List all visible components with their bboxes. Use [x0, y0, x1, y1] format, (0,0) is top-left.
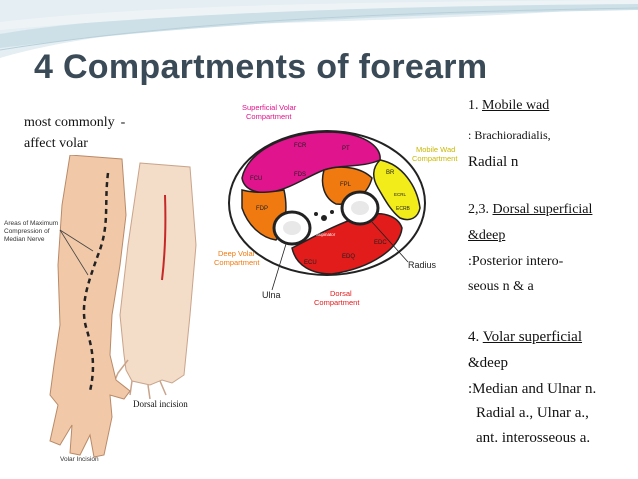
item-4-line-2: Radial a., Ulnar a.,: [476, 405, 589, 421]
item-2-heading: Dorsal superficial: [492, 202, 593, 217]
dorsal-arm-shape: [119, 162, 197, 386]
muscle-edc: EDC: [374, 240, 387, 246]
muscle-fds: FDS: [294, 172, 306, 178]
item-2-line-1: :Posterior intero-: [468, 254, 564, 269]
item-1-number: 1.: [468, 98, 479, 113]
item-1-line-1: : Brachioradialis,: [468, 128, 551, 142]
dorsal-incision-label: Dorsal incision: [133, 399, 188, 409]
dorsal-region: [291, 212, 403, 275]
volar-incision-label: Volar Incision: [60, 456, 99, 463]
muscle-fcu: FCU: [250, 176, 262, 182]
note-line-1: most commonly: [24, 115, 115, 130]
mobile-wad-label-2: Compartment: [412, 154, 458, 163]
item-4-heading: Volar superficial: [482, 329, 583, 345]
item-4-line-1: :Median and Ulnar n.: [468, 381, 597, 397]
item-1-line-2: Radial n: [468, 154, 519, 170]
dorsal-incision-line: [161, 194, 167, 281]
item-2-line-2: seous n & a: [468, 279, 534, 294]
item-4-number: 4.: [468, 329, 480, 345]
mobile-wad-label-1: Mobile Wad: [416, 145, 455, 154]
dorsal-label-1: Dorsal: [330, 289, 352, 298]
muscle-fdp: FDP: [256, 206, 268, 212]
muscle-br: BR: [386, 170, 395, 176]
item-4-heading-2: &deep: [468, 355, 508, 371]
deep-volar-label-2: Compartment: [214, 258, 260, 267]
arm-caption-3: Median Nerve: [4, 236, 45, 243]
superficial-volar-label-1: Superficial Volar: [242, 103, 297, 112]
radius-label: Radius: [408, 260, 437, 270]
ulna-label: Ulna: [262, 290, 281, 300]
muscle-supinator: Supinator: [316, 232, 336, 237]
muscle-ecu: ECU: [304, 260, 317, 266]
item-2-heading-2: &deep: [468, 228, 506, 243]
volar-arm-shape: [49, 155, 131, 458]
item-1-heading: Mobile wad: [482, 98, 550, 113]
dorsal-label-2: Compartment: [314, 298, 360, 307]
muscle-pt: PT: [342, 146, 350, 152]
forearm-cross-section: FCR PT FCU FDS FPL BR ECRL ECRB FDP Supi…: [214, 103, 458, 307]
muscle-ecrb: ECRB: [396, 206, 411, 212]
item-2-number: 2,3.: [468, 202, 489, 217]
slide-title: 4 Compartments of forearm: [34, 48, 488, 86]
arm-caption-1: Areas of Maximum: [4, 220, 58, 227]
deep-volar-label-1: Deep Volar: [218, 249, 256, 258]
mobile-wad-region: [373, 159, 421, 221]
arm-caption-2: Compression of: [4, 228, 50, 235]
note-line-2: affect volar: [24, 136, 88, 151]
superficial-volar-label-2: Compartment: [246, 112, 292, 121]
forearm-incision-illustration: Areas of Maximum Compression of Median N…: [4, 155, 197, 463]
note-dash: -: [120, 115, 126, 130]
muscle-edq: EDQ: [342, 254, 355, 260]
item-4-heading-line: 4. Volar superficial: [468, 329, 582, 346]
volar-incision-line: [82, 172, 110, 392]
muscle-fcr: FCR: [294, 143, 307, 149]
item-2-heading-line: 2,3. Dorsal superficial: [468, 202, 592, 218]
item-1-heading-line: 1. Mobile wad: [468, 98, 549, 114]
item-4-line-3: ant. interosseous a.: [476, 430, 591, 446]
header-swoosh: [0, 0, 638, 58]
muscle-fpl: FPL: [340, 182, 352, 188]
muscle-ecrl: ECRL: [394, 192, 407, 197]
volar-note: most commonly- affect volar: [24, 112, 125, 154]
